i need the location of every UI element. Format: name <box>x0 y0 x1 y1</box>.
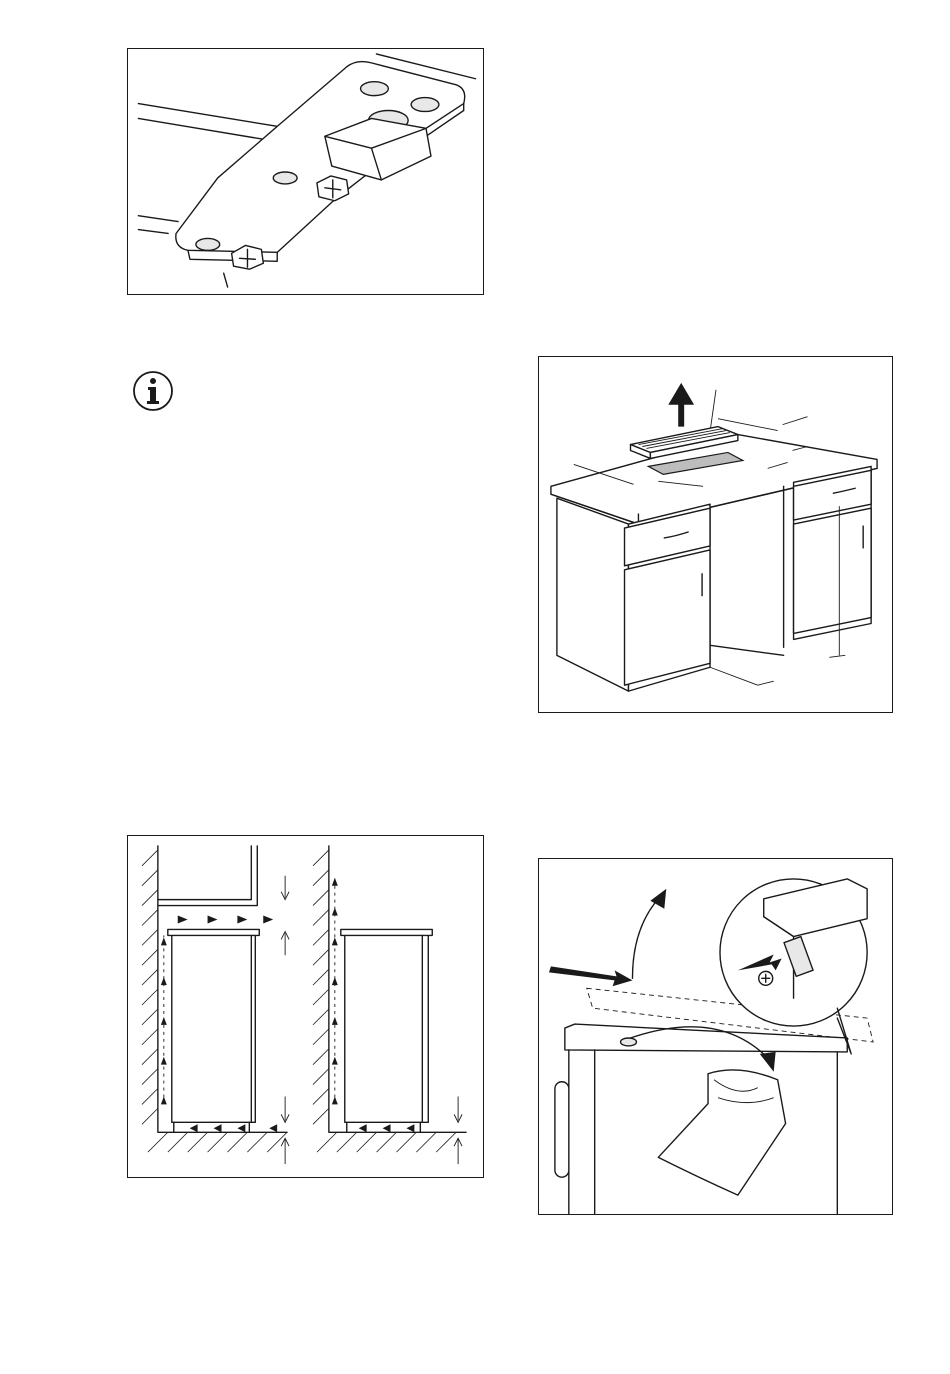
air-circulation-clearance-illustration <box>127 835 484 1178</box>
ventilation-grille-worktop-illustration <box>538 356 893 713</box>
door-hinge-reversal-illustration <box>538 858 893 1215</box>
adjustable-foot-illustration <box>127 48 484 295</box>
info-icon <box>132 370 174 412</box>
